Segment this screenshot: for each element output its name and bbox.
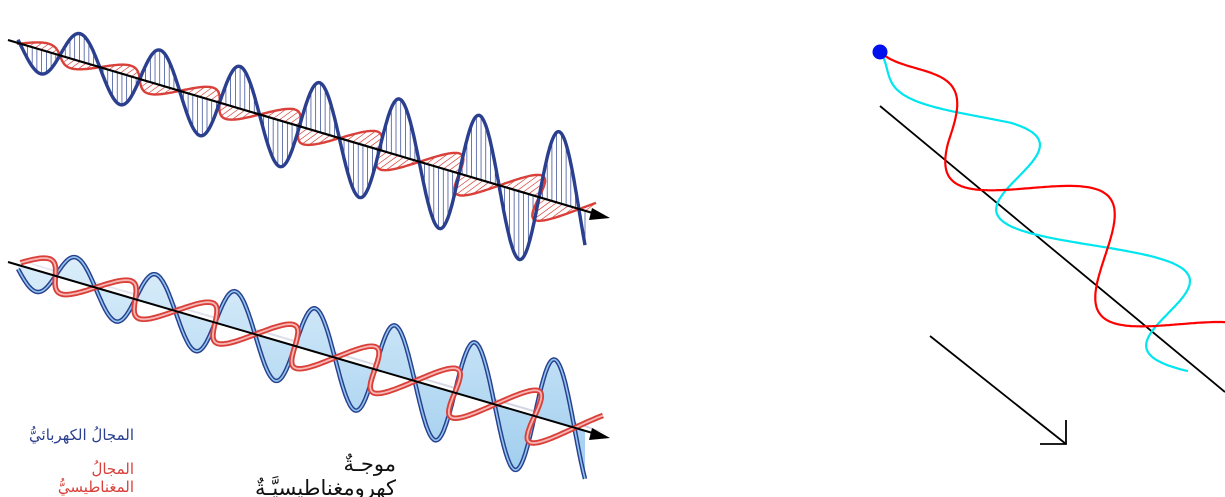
magnetic-field-vector <box>219 104 228 112</box>
magnetic-field-vector <box>533 202 557 220</box>
source-point <box>872 44 888 60</box>
magnetic-field-vector <box>511 175 530 190</box>
magnetic-field-vector <box>549 205 569 220</box>
magnetic-field-vector <box>539 203 563 222</box>
magnetic-field-vector <box>352 130 368 143</box>
magnetic-field-vector <box>297 128 308 136</box>
magnetic-field-vector <box>284 111 299 123</box>
magnetic-field-vector <box>431 153 449 166</box>
magnetic-field-vector <box>462 180 484 196</box>
magnetic-field-vector <box>376 153 393 166</box>
magnetic-field-vector <box>522 176 545 193</box>
magnetic-field-vector <box>199 87 213 98</box>
propagation-axis <box>7 38 597 216</box>
magnetic-field-vector <box>46 45 54 52</box>
magnetic-field-vector <box>456 178 478 195</box>
bottom-em-wave <box>7 254 610 480</box>
magnetic-field-vector <box>70 61 81 69</box>
magnetic-field-vector <box>193 86 206 96</box>
propagation-axis <box>7 261 597 435</box>
electric-field-wave <box>16 31 587 262</box>
magnetic-field-vector <box>147 84 160 94</box>
propagation-arrowhead <box>589 208 610 220</box>
magnetic-field-vector <box>119 65 131 74</box>
magnetic-field-vector <box>298 130 314 141</box>
magnetic-field-highlight <box>20 257 604 444</box>
magnetic-field-vector <box>125 67 136 76</box>
magnetic-field-vector <box>302 131 319 145</box>
magnetic-field-vector <box>369 137 383 148</box>
direction-arrow <box>929 335 1067 445</box>
magnetic-field-vector <box>272 108 287 119</box>
magnetic-field-vector <box>308 133 325 146</box>
red-field-wave <box>879 51 1225 328</box>
propagation-arrowhead <box>589 428 610 440</box>
magnetic-field-vector <box>143 83 155 92</box>
magnetic-field-vector <box>437 152 458 168</box>
magnetic-field-vector <box>141 81 149 88</box>
wave-caption: موجـةٌ كهرومغناطيسيَّـةٌ <box>254 452 396 497</box>
magnetic-field-vector <box>231 109 246 120</box>
electric-field-area <box>18 257 585 479</box>
magnetic-field-vector <box>210 93 220 101</box>
magnetic-field-vector <box>357 130 376 145</box>
magnetic-field-vector <box>221 106 234 117</box>
magnetic-field-vector <box>278 108 295 121</box>
magnetic-field-vector <box>40 43 50 51</box>
simple-em-wave <box>872 44 1225 445</box>
magnetic-field-vector <box>516 174 539 192</box>
propagation-axis <box>879 105 1225 393</box>
magnetic-field-vector <box>443 154 463 170</box>
magnetic-field-vector <box>224 108 240 120</box>
magnetic-field-vector <box>385 156 404 171</box>
cyan-field-wave <box>879 51 1191 373</box>
magnetic-field-vector <box>66 59 75 67</box>
magnetic-field-vector <box>204 89 218 99</box>
magnetic-field-vector <box>289 115 301 124</box>
electric-field-label: المجالُ الكهربائيُّ <box>29 426 134 444</box>
electric-field-highlight <box>17 256 586 480</box>
magnetic-field-vector <box>363 133 381 146</box>
magnetic-field-vector <box>154 86 166 95</box>
magnetic-field-label: المجالُ المغناطيسيُّ <box>57 460 134 496</box>
top-em-wave <box>7 31 610 262</box>
magnetic-field-vector <box>379 155 399 170</box>
